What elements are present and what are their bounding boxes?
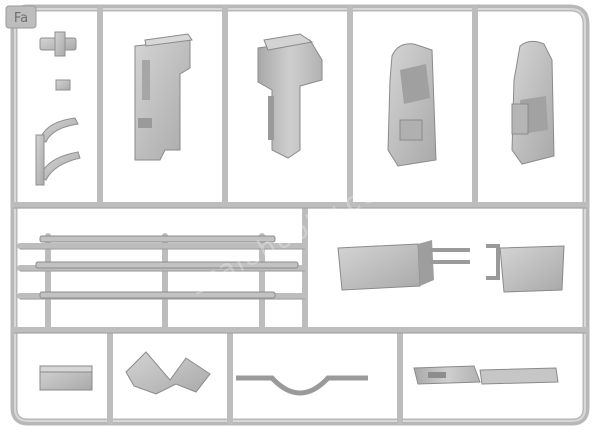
sprue-runner-shading [14,207,586,334]
long-rod-parts [35,235,299,299]
jack-part [125,351,211,395]
box-part [39,365,93,391]
linkage-part [430,244,500,280]
dashboard-part [413,365,559,385]
cab-side-mirror-part [511,40,555,165]
hull-side-panel-part [134,33,193,161]
sprue-tag: Fa [5,5,37,29]
cab-side-part [387,43,437,167]
sprue-tag-label: Fa [14,11,28,26]
arc-bracket-part [236,375,368,396]
bulkhead-part [257,33,323,159]
seat-part-left [337,240,434,291]
small-bracket-part [35,31,81,186]
seat-part-right [499,245,565,293]
